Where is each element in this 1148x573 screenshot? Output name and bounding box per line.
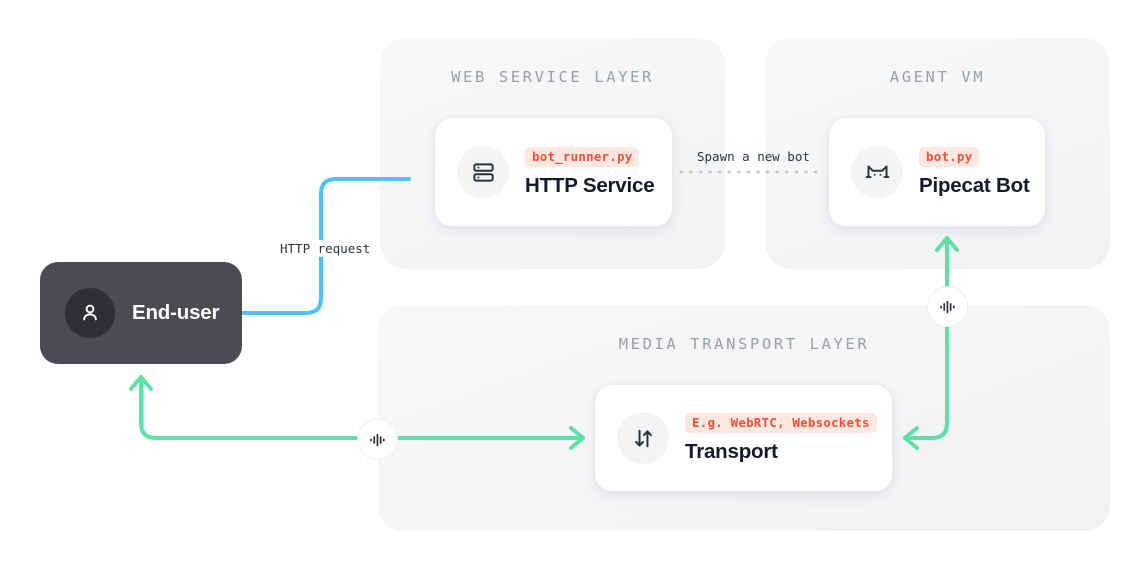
http-service-text: bot_runner.py HTTP Service xyxy=(525,146,655,198)
node-pipecat-bot[interactable]: bot.py Pipecat Bot xyxy=(828,117,1046,227)
panel-title-media-transport-layer: MEDIA TRANSPORT LAYER xyxy=(618,335,870,353)
pipecat-bot-title: Pipecat Bot xyxy=(919,173,1030,197)
server-icon xyxy=(457,146,509,198)
edge-label-spawn-a-new-bot: Spawn a new bot xyxy=(697,149,810,164)
arrowhead-up-to-end-user xyxy=(129,375,153,391)
pipecat-bot-text: bot.py Pipecat Bot xyxy=(919,146,1030,198)
panel-title-agent-vm: AGENT VM xyxy=(889,68,986,86)
end-user-label: End-user xyxy=(132,301,220,324)
transport-title: Transport xyxy=(685,439,778,463)
cat-icon xyxy=(851,146,903,198)
audio-waveform-icon xyxy=(927,286,968,327)
edge-label-http-request: HTTP request xyxy=(276,240,375,257)
pipecat-bot-badge: bot.py xyxy=(919,146,980,167)
node-transport[interactable]: E.g. WebRTC, Websockets Transport xyxy=(594,384,893,492)
person-icon xyxy=(65,288,115,338)
transport-badge: E.g. WebRTC, Websockets xyxy=(685,412,877,433)
node-end-user[interactable]: End-user xyxy=(40,262,242,364)
wire-transport-to-end-user-left xyxy=(139,375,359,440)
bidirectional-arrows-icon xyxy=(617,412,669,464)
transport-text: E.g. WebRTC, Websockets Transport xyxy=(685,412,877,464)
node-http-service[interactable]: bot_runner.py HTTP Service xyxy=(434,117,673,227)
panel-media-transport-layer: MEDIA TRANSPORT LAYER xyxy=(378,305,1110,531)
panel-title-web-service-layer: WEB SERVICE LAYER xyxy=(451,68,654,86)
audio-waveform-icon xyxy=(357,419,398,460)
http-service-badge: bot_runner.py xyxy=(525,146,640,167)
http-service-title: HTTP Service xyxy=(525,173,655,197)
